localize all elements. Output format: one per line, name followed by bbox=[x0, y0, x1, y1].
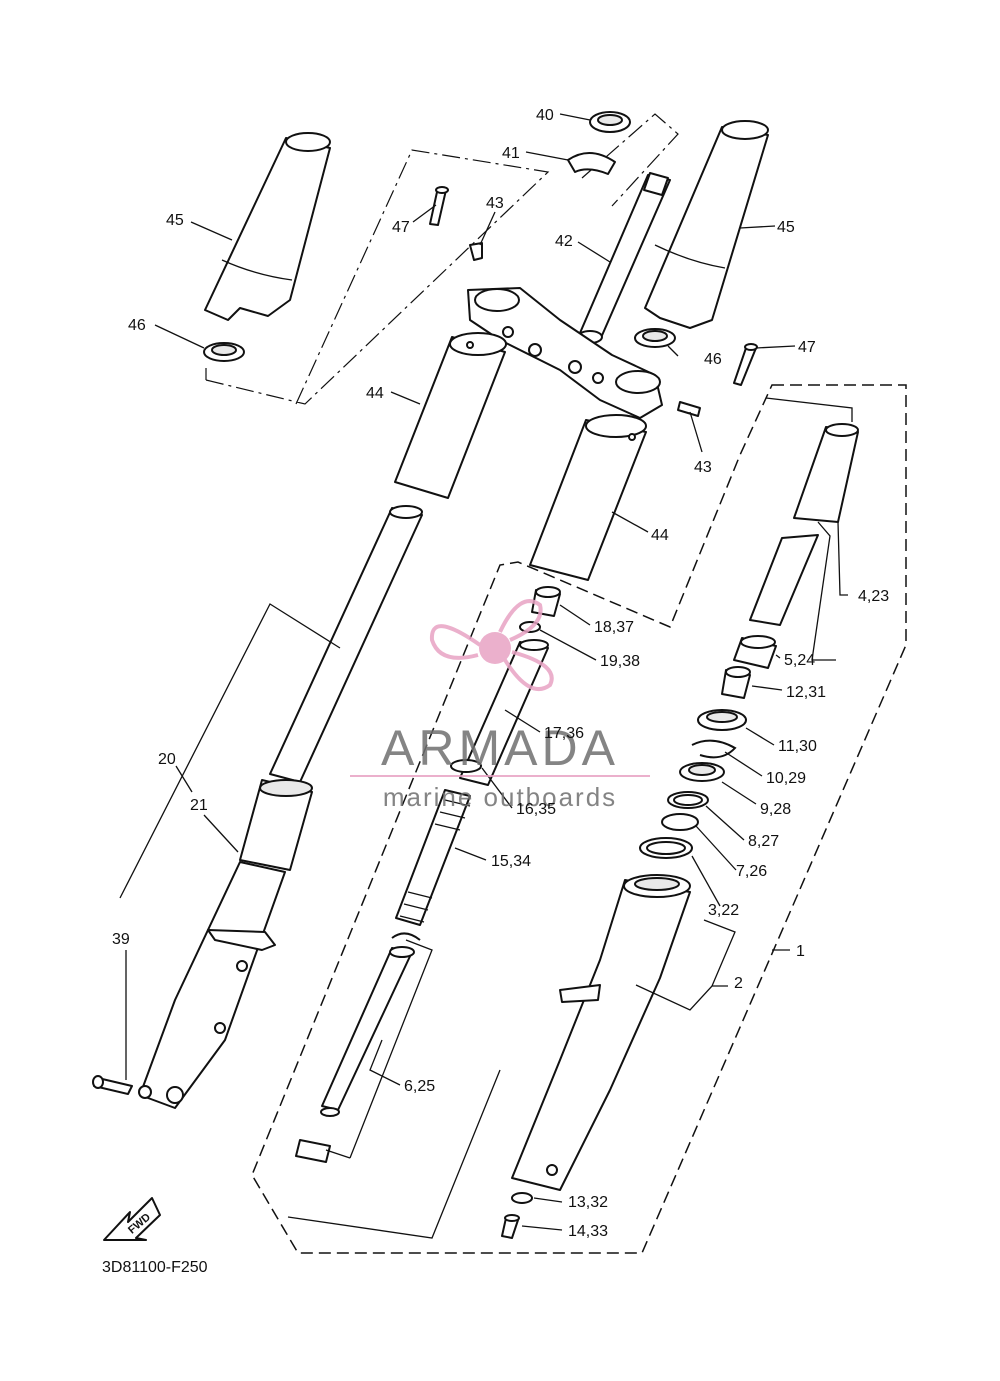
seal-3-22 bbox=[639, 837, 693, 859]
seal-46-right bbox=[634, 328, 676, 348]
label-5-24: 5,24 bbox=[784, 652, 815, 669]
label-43-right: 43 bbox=[694, 459, 712, 476]
label-8-27: 8,27 bbox=[748, 833, 779, 850]
label-44-right: 44 bbox=[651, 527, 669, 544]
callout-labels: 40 41 45 45 47 43 42 46 46 47 44 43 44 4… bbox=[102, 107, 889, 1276]
label-18-37: 18,37 bbox=[594, 619, 634, 636]
spacer-17-36 bbox=[459, 639, 549, 786]
label-4-23: 4,23 bbox=[858, 588, 889, 605]
bushing-5-24 bbox=[733, 635, 777, 669]
assembly-group-outline bbox=[251, 384, 907, 1254]
label-41: 41 bbox=[502, 145, 520, 162]
label-46-right: 46 bbox=[704, 351, 722, 368]
label-16-35: 16,35 bbox=[516, 801, 556, 818]
label-44-left: 44 bbox=[366, 385, 384, 402]
fork-tube-cover-44-left bbox=[394, 332, 507, 499]
spring-15-34 bbox=[395, 789, 471, 926]
watermark-tagline: marine outboards bbox=[383, 782, 617, 812]
label-40: 40 bbox=[536, 107, 554, 124]
seal-11-30 bbox=[697, 709, 747, 731]
damper-rod-6-25 bbox=[295, 946, 415, 1163]
label-45-right: 45 bbox=[777, 219, 795, 236]
left-fork-leg-20-21 bbox=[138, 505, 423, 1109]
washer-16-35 bbox=[450, 759, 482, 773]
bushing-12-31 bbox=[721, 666, 751, 699]
bearing-40 bbox=[589, 111, 631, 133]
label-43-upper: 43 bbox=[486, 195, 504, 212]
bushing-7-26 bbox=[661, 813, 699, 831]
label-47-upper: 47 bbox=[392, 219, 410, 236]
bolt-39 bbox=[92, 1075, 133, 1095]
washer-13-32 bbox=[511, 1192, 533, 1204]
leader-lines bbox=[119, 113, 853, 1239]
steering-stem-42 bbox=[577, 172, 671, 344]
armada-watermark: ARMADA marine outboards bbox=[350, 599, 650, 812]
inner-tube-4-23 bbox=[749, 423, 859, 626]
label-13-32: 13,32 bbox=[568, 1194, 608, 1211]
label-10-29: 10,29 bbox=[766, 770, 806, 787]
washer-9-28 bbox=[679, 762, 725, 782]
label-47-right: 47 bbox=[798, 339, 816, 356]
bolt-43-upper bbox=[469, 242, 483, 261]
label-19-38: 19,38 bbox=[600, 653, 640, 670]
label-15-34: 15,34 bbox=[491, 853, 531, 870]
ring-8-27 bbox=[667, 791, 709, 809]
label-3-22: 3,22 bbox=[708, 902, 739, 919]
clip-6-25 bbox=[391, 932, 421, 941]
stem-outline bbox=[581, 113, 679, 207]
lower-bracket bbox=[467, 287, 663, 419]
diagram-code: 3D81100-F250 bbox=[102, 1259, 208, 1276]
bolt-47-upper bbox=[429, 186, 449, 226]
watermark-brand: ARMADA bbox=[381, 720, 619, 776]
seal-46-left bbox=[203, 342, 245, 362]
bolt-47-right bbox=[733, 343, 758, 386]
label-45-left: 45 bbox=[166, 212, 184, 229]
label-11-30: 11,30 bbox=[778, 738, 817, 755]
label-6-25: 6,25 bbox=[404, 1078, 435, 1095]
bolt-43-right bbox=[677, 401, 701, 417]
label-1: 1 bbox=[796, 943, 805, 960]
label-20: 20 bbox=[158, 751, 176, 768]
label-12-31: 12,31 bbox=[786, 684, 826, 701]
label-9-28: 9,28 bbox=[760, 801, 791, 818]
fork-cover-45-right bbox=[644, 120, 769, 329]
label-39: 39 bbox=[112, 931, 130, 948]
clip-10-29 bbox=[691, 739, 737, 759]
label-14-33: 14,33 bbox=[568, 1223, 608, 1240]
fork-tube-cover-44-right bbox=[529, 414, 647, 581]
outer-tube-2 bbox=[511, 874, 691, 1191]
propeller-logo-icon bbox=[429, 599, 554, 691]
label-17-36: 17,36 bbox=[544, 725, 584, 742]
fwd-arrow-icon: FWD bbox=[103, 1197, 161, 1241]
seal-41 bbox=[567, 152, 616, 175]
label-21: 21 bbox=[190, 797, 208, 814]
fork-cover-45-left bbox=[204, 132, 331, 321]
label-46-left: 46 bbox=[128, 317, 146, 334]
upper-bracket-outline bbox=[205, 149, 550, 405]
label-2: 2 bbox=[734, 975, 743, 992]
label-7-26: 7,26 bbox=[736, 863, 767, 880]
bolt-14-33 bbox=[501, 1214, 520, 1239]
label-42: 42 bbox=[555, 233, 573, 250]
